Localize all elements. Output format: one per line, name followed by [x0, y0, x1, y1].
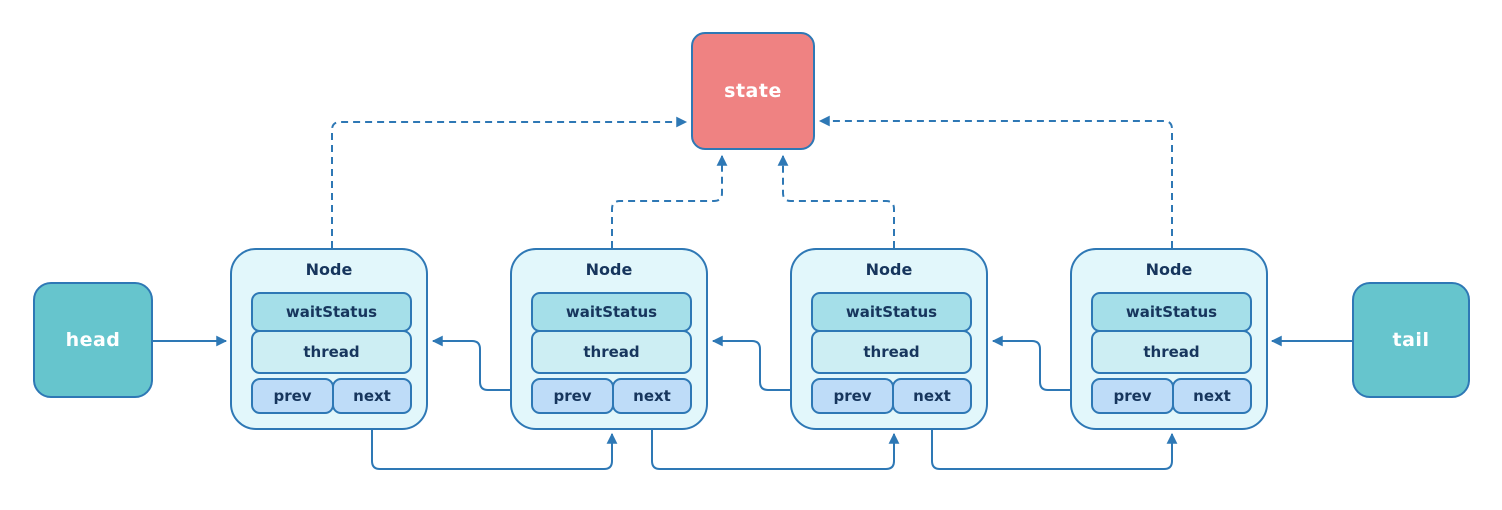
node-title: Node: [1145, 260, 1193, 279]
state-box: state: [691, 32, 815, 150]
node-3: Node waitStatus thread prev next: [790, 248, 988, 430]
node-4-prev-field: prev: [1091, 378, 1174, 414]
node-title: Node: [585, 260, 633, 279]
node-2-thread-field: thread: [531, 330, 692, 374]
node-3-thread-field: thread: [811, 330, 972, 374]
node-2-prev-field: prev: [531, 378, 614, 414]
tail-box: tail: [1352, 282, 1470, 398]
node-2-waitstatus-field: waitStatus: [531, 292, 692, 332]
node-3-waitstatus-field: waitStatus: [811, 292, 972, 332]
edge-node2-to-state: [611, 154, 728, 248]
node-title: Node: [865, 260, 913, 279]
head-label: head: [65, 329, 121, 351]
node-1-prev-field: prev: [251, 378, 334, 414]
node-1: Node waitStatus thread prev next: [230, 248, 428, 430]
node-3-prev-field: prev: [811, 378, 894, 414]
node-1-next-field: next: [332, 378, 412, 414]
edge-node1-to-state: [331, 116, 688, 248]
node-4-thread-field: thread: [1091, 330, 1252, 374]
edge-node3-to-state: [777, 154, 895, 248]
node-1-waitstatus-field: waitStatus: [251, 292, 412, 332]
state-label: state: [724, 80, 782, 102]
node-2-next-field: next: [612, 378, 692, 414]
node-1-thread-field: thread: [251, 330, 412, 374]
node-3-next-field: next: [892, 378, 972, 414]
node-2: Node waitStatus thread prev next: [510, 248, 708, 430]
edge-node4-to-state: [818, 115, 1173, 248]
node-4: Node waitStatus thread prev next: [1070, 248, 1268, 430]
tail-label: tail: [1392, 329, 1430, 351]
head-box: head: [33, 282, 153, 398]
node-4-waitstatus-field: waitStatus: [1091, 292, 1252, 332]
node-4-next-field: next: [1172, 378, 1252, 414]
node-title: Node: [305, 260, 353, 279]
